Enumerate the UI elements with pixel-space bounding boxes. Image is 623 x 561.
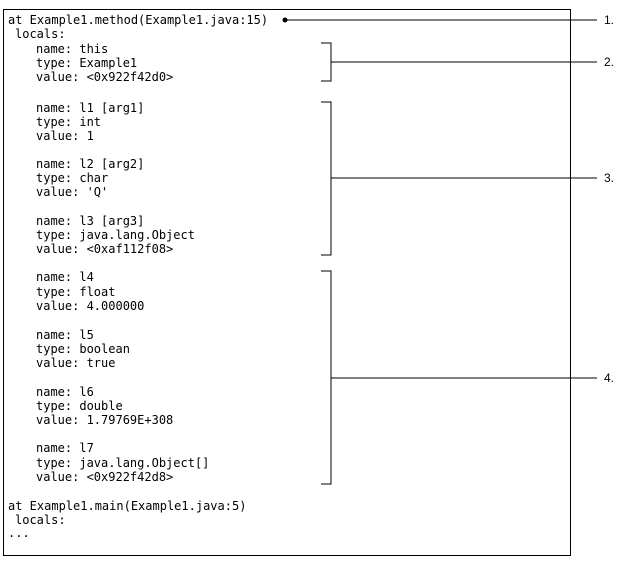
var-this-value: value: <0x922f42d0> — [36, 70, 174, 84]
var-l6-name: name: l6 — [36, 385, 94, 399]
var-l5-name: name: l5 — [36, 328, 94, 342]
var-l4-type: type: float — [36, 285, 116, 299]
callout-1-dot — [282, 17, 288, 23]
callout-2-label: 2. — [604, 55, 615, 69]
var-l6-type: type: double — [36, 399, 123, 413]
var-l7-value: value: <0x922f42d8> — [36, 470, 174, 484]
var-l4-name: name: l4 — [36, 270, 94, 284]
var-l3-type: type: java.lang.Object — [36, 228, 195, 242]
var-l7-name: name: l7 — [36, 441, 94, 455]
frame-1-locals-label: locals: — [15, 27, 66, 41]
var-l1-type: type: int — [36, 115, 102, 129]
var-l7-type: type: java.lang.Object[] — [36, 456, 210, 470]
var-l5-type: type: boolean — [36, 342, 130, 356]
var-l2-type: type: char — [36, 171, 109, 185]
frame-2-ellipsis: ... — [8, 526, 30, 540]
frame-1-header: at Example1.method(Example1.java:15) — [8, 13, 269, 27]
callout-1-label: 1. — [604, 13, 615, 27]
var-l1-value: value: 1 — [36, 129, 94, 143]
var-l6-value: value: 1.79769E+308 — [36, 413, 174, 427]
var-l4-value: value: 4.000000 — [36, 299, 145, 313]
bracket-4 — [321, 270, 332, 485]
callout-4-label: 4. — [604, 371, 615, 385]
var-l5-value: value: true — [36, 356, 116, 370]
stack-frame-box — [3, 9, 571, 556]
var-l3-value: value: <0xaf112f08> — [36, 242, 174, 256]
callout-3-label: 3. — [604, 171, 615, 185]
var-l2-value: value: 'Q' — [36, 185, 109, 199]
bracket-2 — [321, 42, 332, 82]
bracket-3 — [321, 101, 332, 256]
var-this-type: type: Example1 — [36, 56, 138, 70]
var-l3-name: name: l3 [arg3] — [36, 214, 145, 228]
frame-2-header: at Example1.main(Example1.java:5) — [8, 499, 247, 513]
var-l1-name: name: l1 [arg1] — [36, 101, 145, 115]
frame-2-locals-label: locals: — [15, 513, 66, 527]
var-this-name: name: this — [36, 42, 109, 56]
var-l2-name: name: l2 [arg2] — [36, 157, 145, 171]
